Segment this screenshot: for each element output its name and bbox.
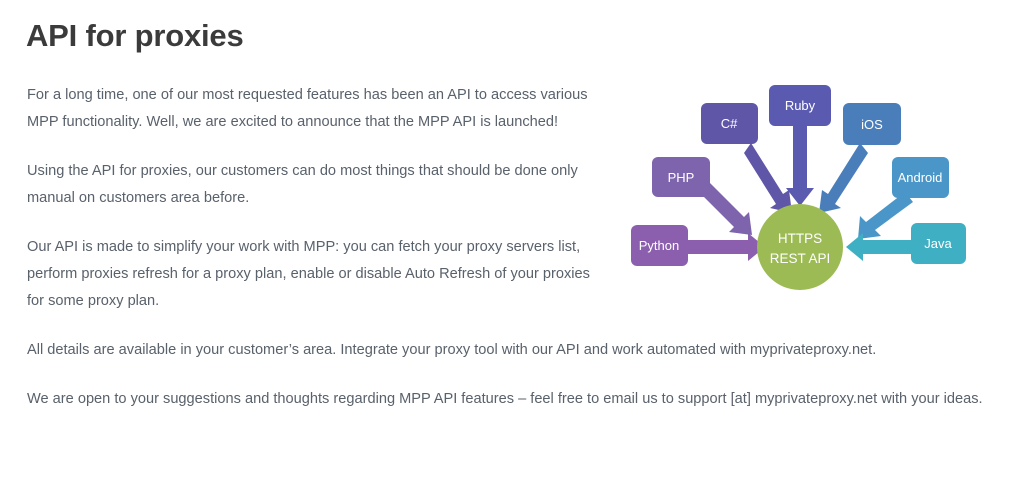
page-title: API for proxies [26,18,244,53]
paragraph-5: We are open to your suggestions and thou… [27,391,983,407]
node-php: PHP [652,157,710,197]
hub-node-https-rest-api: HTTPS REST API [757,204,843,290]
arrow-python-to-hub [688,233,765,261]
arrow-ios-to-hub [819,143,868,213]
node-ios: iOS [843,103,901,145]
paragraph-3: Our API is made to simplify your work wi… [27,239,590,309]
node-label-java: Java [924,236,952,251]
node-label-php: PHP [668,170,695,185]
node-android: Android [892,157,949,198]
node-csharp: C# [701,103,758,144]
node-label-csharp: C# [721,116,738,131]
article-body: For a long time, one of our most request… [27,82,1002,413]
hub-label-line2: REST API [770,251,831,266]
paragraph-1: For a long time, one of our most request… [27,87,588,130]
paragraph-4: All details are available in your custom… [27,342,877,358]
arrow-csharp-to-hub [744,143,792,213]
node-label-android: Android [898,170,943,185]
node-java: Java [911,223,966,264]
arrow-php-to-hub [699,182,752,235]
api-architecture-diagram: HTTPS REST API PHP C# Ruby i [620,70,992,300]
node-label-python: Python [639,238,679,253]
arrow-java-to-hub [846,233,912,261]
paragraph-2: Using the API for proxies, our customers… [27,163,578,206]
node-ruby: Ruby [769,85,831,126]
node-python: Python [631,225,688,266]
arrow-android-to-hub [858,192,913,239]
node-label-ios: iOS [861,117,883,132]
node-label-ruby: Ruby [785,98,816,113]
arrow-ruby-to-hub [786,125,814,206]
hub-label-line1: HTTPS [778,231,822,246]
